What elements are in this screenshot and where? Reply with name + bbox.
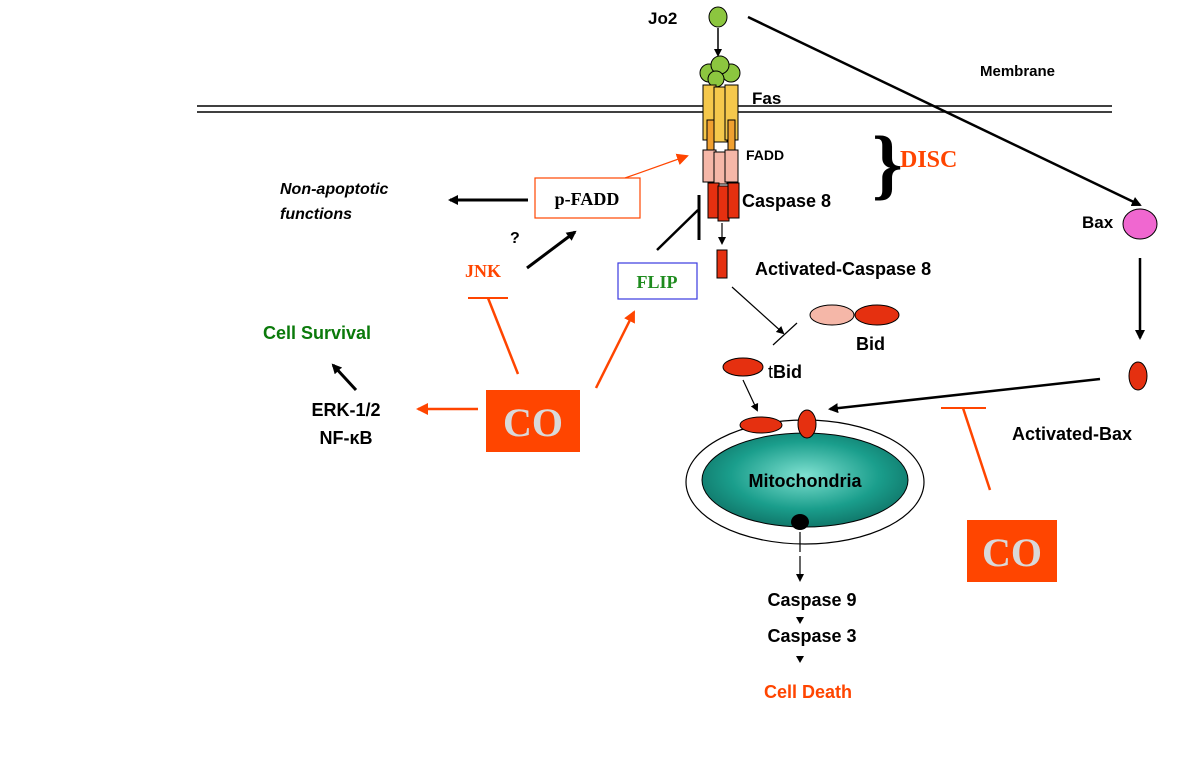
- erk-to-survival-arrow: [331, 363, 358, 392]
- tbid-on-mitochondria: [739, 416, 783, 434]
- flip-box: [617, 262, 698, 300]
- caspase3-to-death-arrow: [796, 656, 804, 663]
- jnk-label: JNK: [465, 261, 501, 281]
- co-right-label: CO: [982, 530, 1042, 575]
- activated-bax-label: Activated-Bax: [1012, 424, 1132, 444]
- p-fadd-label: p-FADD: [555, 189, 620, 209]
- tbid-label: tBid: [768, 362, 802, 382]
- bid-cleavage-line: [772, 322, 798, 346]
- nfkb-label: NF-κB: [319, 428, 372, 448]
- jnk-to-p-fadd-arrow: [526, 230, 577, 270]
- bid-label: Bid: [856, 334, 885, 354]
- disc-brace: }: [872, 120, 903, 207]
- question-mark: ?: [510, 230, 520, 247]
- nonapoptotic-label-line2: functions: [280, 206, 352, 223]
- co-right-box: [967, 520, 1057, 582]
- co-to-flip-arrow: [594, 310, 636, 389]
- bax-protein: [1122, 208, 1158, 240]
- jo2-label: Jo2: [648, 9, 677, 28]
- cytochrome-c-pore: [791, 514, 809, 530]
- flip-inhibits-caspase8-line: [656, 209, 699, 251]
- tbid-suffix: Bid: [773, 362, 802, 382]
- fas-receptor: [702, 84, 739, 151]
- bax-on-mitochondria: [797, 409, 817, 439]
- fas-label: Fas: [752, 89, 781, 108]
- co-left-label: CO: [503, 400, 563, 445]
- jo2-ligand: [708, 6, 728, 28]
- caspase8-block: [707, 182, 740, 222]
- bax-to-mito-arrow: [828, 377, 1101, 414]
- fadd-adaptor: [702, 149, 739, 185]
- jo2-trimer: [699, 55, 741, 88]
- mitochondria-label: Mitochondria: [749, 471, 863, 491]
- activated-caspase8-label: Activated-Caspase 8: [755, 259, 931, 279]
- p-fadd-box: [534, 177, 641, 219]
- co-left-box: [486, 390, 580, 452]
- bid-n-terminus: [809, 304, 855, 326]
- caspase3-label: Caspase 3: [767, 626, 856, 646]
- tbid-prefix: t: [768, 362, 773, 382]
- flip-label: FLIP: [636, 272, 677, 292]
- caspase8-label: Caspase 8: [742, 191, 831, 211]
- caspase9-label: Caspase 9: [767, 590, 856, 610]
- cell-survival-label: Cell Survival: [263, 323, 371, 343]
- nonapoptotic-label-line1: Non-apoptotic: [280, 181, 389, 198]
- tbid-to-mito-arrow: [742, 379, 759, 412]
- bid-c-terminus: [854, 304, 900, 326]
- co-inhibits-bax-line: [961, 407, 992, 491]
- membrane-lines: [197, 105, 1112, 113]
- tbid: [722, 357, 764, 377]
- fadd-label: FADD: [746, 147, 784, 163]
- membrane-label: Membrane: [980, 63, 1055, 80]
- p-fadd-to-fadd-arrow: [624, 153, 689, 179]
- co-inhibits-jnk-line: [486, 297, 520, 375]
- activated-bax: [1128, 361, 1148, 391]
- caspase9-to-3-arrow: [796, 617, 804, 624]
- jo2-to-bax-arrow: [747, 15, 1142, 207]
- bax-label: Bax: [1082, 213, 1114, 232]
- cell-death-label: Cell Death: [764, 682, 852, 702]
- disc-label: DISC: [900, 147, 957, 173]
- caspase8-to-bid-arrow: [731, 286, 785, 335]
- erk-label: ERK-1/2: [311, 400, 380, 420]
- activated-caspase8: [716, 249, 728, 279]
